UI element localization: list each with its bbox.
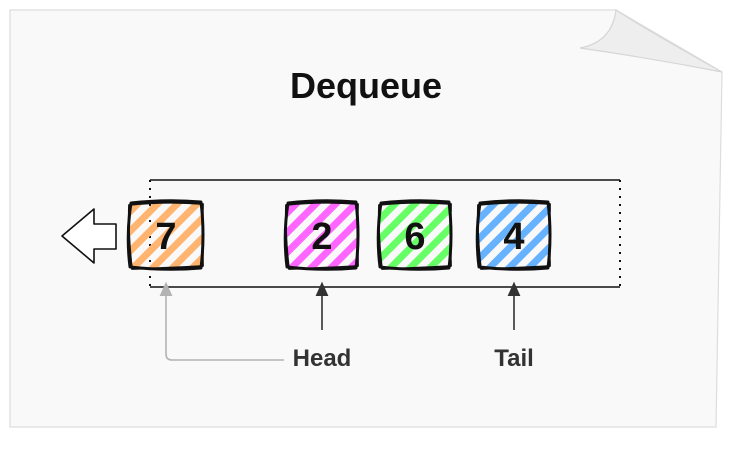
node-removed-value: 7 <box>155 216 176 258</box>
arrow-left-icon <box>61 208 117 264</box>
folded-corner-icon <box>579 8 723 73</box>
tail-label: Tail <box>494 345 534 372</box>
node-head-fill <box>285 201 359 269</box>
head-label: Head <box>293 345 352 372</box>
node-head: 2 <box>283 199 360 271</box>
node-tail: 4 <box>475 199 552 271</box>
node-middle: 6 <box>376 199 453 271</box>
node-middle-fill <box>378 201 452 269</box>
node-tail-fill <box>477 201 551 269</box>
history-arrow <box>159 281 284 361</box>
node-head-value: 2 <box>311 216 332 258</box>
node-removed: 7 <box>126 199 205 271</box>
node-middle-value: 6 <box>404 216 425 258</box>
diagram-title: Dequeue <box>290 65 442 106</box>
node-tail-value: 4 <box>503 216 524 258</box>
node-removed-fill <box>128 201 204 269</box>
paper-background <box>9 9 723 428</box>
